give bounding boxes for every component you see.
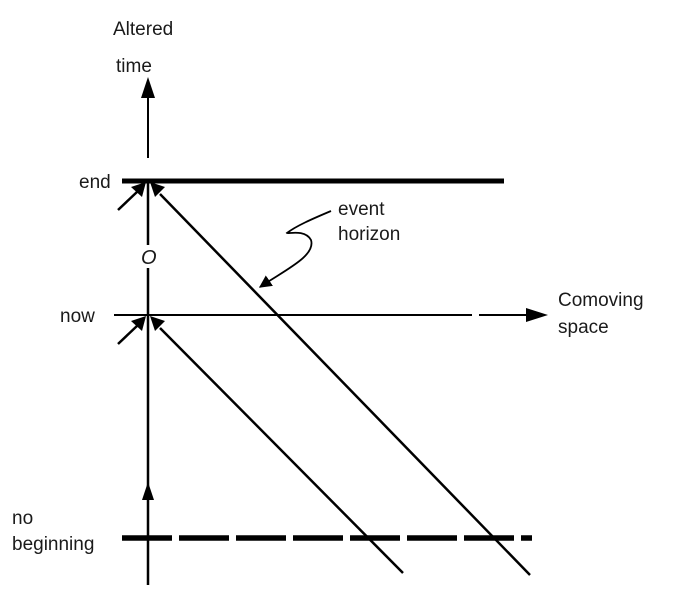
event-horizon-label-line1: event xyxy=(338,199,385,220)
time-axis-label-line2: time xyxy=(116,56,152,77)
no-beginning-label-line2: beginning xyxy=(12,534,94,555)
time-axis-label-line1: Altered xyxy=(113,19,173,40)
left-ray-end xyxy=(117,190,139,211)
left-ray-end-arrowhead-icon xyxy=(131,182,146,197)
past-light-cone-ray-arrowhead-icon xyxy=(150,316,165,331)
space-axis-label-line1: Comoving xyxy=(558,290,644,311)
end-label: end xyxy=(79,172,111,193)
event-horizon-label-line2: horizon xyxy=(338,224,400,245)
space-axis-arrowhead-icon xyxy=(526,308,548,322)
past-light-cone-ray xyxy=(159,327,404,574)
light-rays-now xyxy=(117,316,404,574)
left-ray-now xyxy=(117,324,139,345)
event-horizon-pointer-icon xyxy=(258,210,332,288)
space-axis xyxy=(114,308,548,322)
time-axis xyxy=(141,77,155,585)
event-horizon-ray-arrowhead-icon xyxy=(150,182,165,197)
observer-label: O xyxy=(141,247,157,269)
space-axis-label-line2: space xyxy=(558,317,609,338)
time-axis-arrowhead-icon xyxy=(141,77,155,98)
no-beginning-label-line1: no xyxy=(12,508,33,529)
light-rays-end xyxy=(117,182,531,576)
left-ray-now-arrowhead-icon xyxy=(131,316,146,331)
now-label: now xyxy=(60,306,95,327)
event-horizon-ray xyxy=(159,193,531,576)
worldline-arrowhead-icon xyxy=(142,482,154,500)
